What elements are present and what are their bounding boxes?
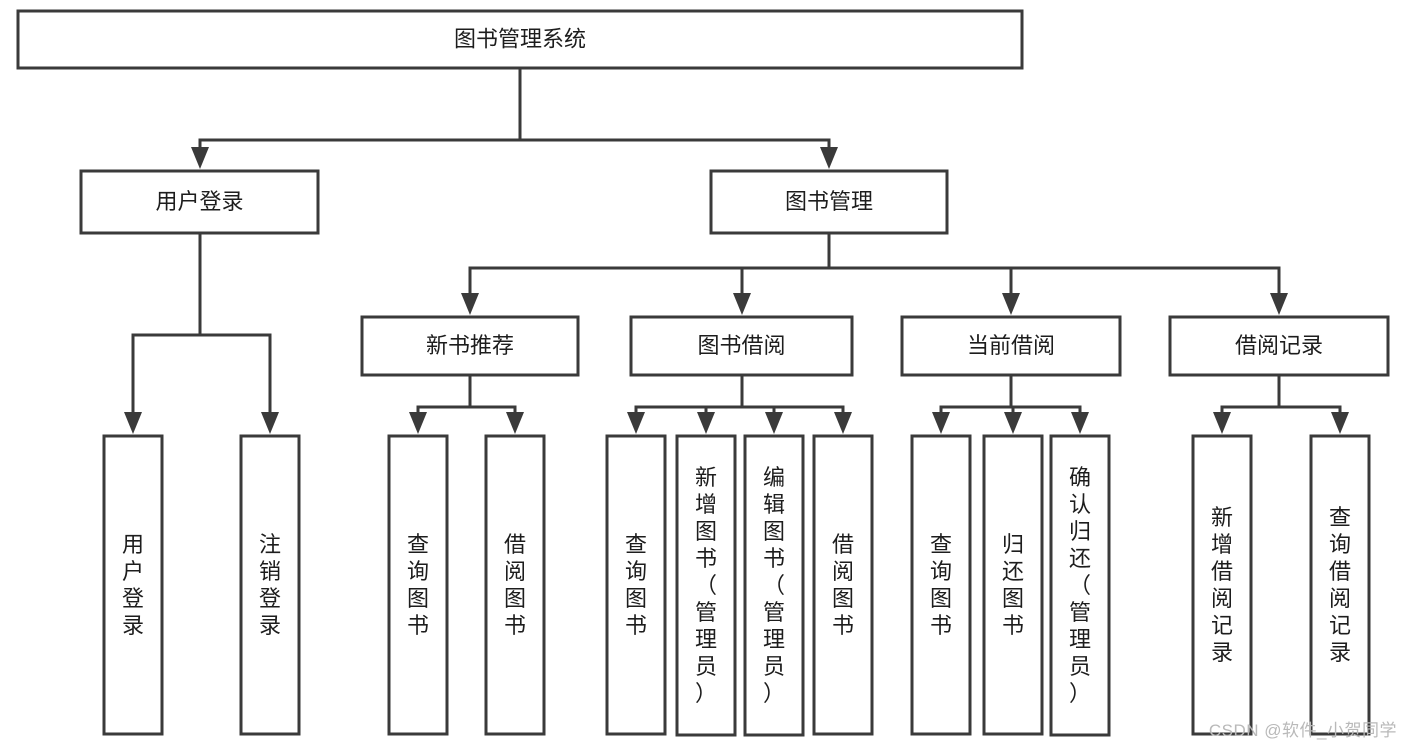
- arrow-head-icon: [409, 412, 427, 434]
- node-box-current-borrow: [900, 315, 1122, 377]
- node-leaf-query-book-3[interactable]: 查询图书: [910, 434, 972, 736]
- node-label-leaf-borrow-book-1: 借阅图书: [504, 532, 526, 638]
- node-leaf-query-book-1[interactable]: 查询图书: [387, 434, 449, 736]
- arrow-head-icon: [834, 412, 852, 434]
- connector-group-book-manage: [461, 231, 1288, 315]
- node-label-leaf-query-book-3: 查询图书: [930, 532, 952, 638]
- arrow-head-icon: [461, 293, 479, 315]
- node-box-leaf-query-book-1: [387, 434, 449, 736]
- node-label-leaf-add-record: 新增借阅记录: [1211, 505, 1233, 665]
- node-book-manage[interactable]: 图书管理: [709, 169, 949, 235]
- node-label-root: 图书管理系统: [454, 26, 586, 51]
- node-leaf-confirm-return[interactable]: 确认归还（管理员）: [1049, 434, 1111, 737]
- node-current-borrow[interactable]: 当前借阅: [900, 315, 1122, 377]
- node-label-leaf-query-record: 查询借阅记录: [1329, 505, 1351, 665]
- node-box-book-manage: [709, 169, 949, 235]
- node-label-leaf-return-book: 归还图书: [1002, 532, 1024, 638]
- node-box-leaf-add-record: [1191, 434, 1253, 736]
- node-box-leaf-query-record: [1309, 434, 1371, 736]
- arrow-head-icon: [1071, 412, 1089, 434]
- node-box-leaf-user-logout: [239, 434, 301, 736]
- node-label-leaf-query-book-1: 查询图书: [407, 532, 429, 638]
- node-label-leaf-query-book-2: 查询图书: [625, 532, 647, 638]
- arrow-head-icon: [1004, 412, 1022, 434]
- node-root[interactable]: 图书管理系统: [16, 9, 1024, 70]
- connector-group-root: [191, 66, 838, 169]
- node-leaf-add-record[interactable]: 新增借阅记录: [1191, 434, 1253, 736]
- node-layer: 图书管理系统用户登录图书管理新书推荐图书借阅当前借阅借阅记录用户登录注销登录查询…: [16, 9, 1390, 737]
- node-box-leaf-query-book-2: [605, 434, 667, 736]
- arrow-head-icon: [506, 412, 524, 434]
- arrow-head-icon: [261, 412, 279, 434]
- node-box-leaf-return-book: [982, 434, 1044, 736]
- node-box-root: [16, 9, 1024, 70]
- node-leaf-user-login[interactable]: 用户登录: [102, 434, 164, 736]
- node-label-leaf-user-login: 用户登录: [122, 532, 144, 638]
- node-book-borrow[interactable]: 图书借阅: [629, 315, 854, 377]
- node-user-login[interactable]: 用户登录: [79, 169, 320, 235]
- node-label-leaf-confirm-return: 确认归还（管理员）: [1069, 465, 1091, 706]
- node-box-leaf-edit-book: [743, 434, 805, 737]
- node-leaf-query-record[interactable]: 查询借阅记录: [1309, 434, 1371, 736]
- node-label-borrow-record: 借阅记录: [1235, 333, 1323, 358]
- arrow-head-icon: [627, 412, 645, 434]
- connector-group-new-book-rec: [409, 373, 524, 434]
- arrow-head-icon: [765, 412, 783, 434]
- node-box-leaf-query-book-3: [910, 434, 972, 736]
- node-label-user-login: 用户登录: [155, 189, 243, 214]
- node-leaf-query-book-2[interactable]: 查询图书: [605, 434, 667, 736]
- arrow-head-icon: [1270, 293, 1288, 315]
- node-box-borrow-record: [1168, 315, 1390, 377]
- node-label-leaf-add-book: 新增图书（管理员）: [695, 465, 717, 706]
- node-new-book-rec[interactable]: 新书推荐: [360, 315, 580, 377]
- node-leaf-borrow-book-2[interactable]: 借阅图书: [812, 434, 874, 736]
- connector-group-book-borrow: [627, 373, 852, 434]
- arrow-head-icon: [1002, 293, 1020, 315]
- node-box-new-book-rec: [360, 315, 580, 377]
- node-label-leaf-edit-book: 编辑图书（管理员）: [763, 465, 785, 706]
- node-box-leaf-add-book: [675, 434, 737, 737]
- node-label-leaf-user-logout: 注销登录: [259, 532, 281, 638]
- arrow-head-icon: [820, 147, 838, 169]
- node-leaf-add-book[interactable]: 新增图书（管理员）: [675, 434, 737, 737]
- arrow-head-icon: [1331, 412, 1349, 434]
- node-leaf-edit-book[interactable]: 编辑图书（管理员）: [743, 434, 805, 737]
- node-box-leaf-borrow-book-2: [812, 434, 874, 736]
- arrow-head-icon: [191, 147, 209, 169]
- arrow-head-icon: [932, 412, 950, 434]
- connector-group-current-borrow: [932, 373, 1089, 434]
- connector-group-borrow-record: [1213, 373, 1349, 434]
- node-label-book-borrow: 图书借阅: [697, 333, 785, 358]
- node-leaf-return-book[interactable]: 归还图书: [982, 434, 1044, 736]
- node-box-leaf-confirm-return: [1049, 434, 1111, 737]
- arrow-head-icon: [697, 412, 715, 434]
- connector-layer: [124, 66, 1349, 434]
- arrow-head-icon: [733, 293, 751, 315]
- node-label-leaf-borrow-book-2: 借阅图书: [832, 532, 854, 638]
- node-label-book-manage: 图书管理: [785, 189, 873, 214]
- node-label-current-borrow: 当前借阅: [967, 333, 1055, 358]
- node-box-user-login: [79, 169, 320, 235]
- node-box-leaf-user-login: [102, 434, 164, 736]
- node-borrow-record[interactable]: 借阅记录: [1168, 315, 1390, 377]
- node-box-book-borrow: [629, 315, 854, 377]
- node-leaf-user-logout[interactable]: 注销登录: [239, 434, 301, 736]
- node-label-new-book-rec: 新书推荐: [426, 333, 514, 358]
- node-leaf-borrow-book-1[interactable]: 借阅图书: [484, 434, 546, 736]
- connector-group-user-login: [124, 231, 279, 434]
- node-box-leaf-borrow-book-1: [484, 434, 546, 736]
- arrow-head-icon: [1213, 412, 1231, 434]
- arrow-head-icon: [124, 412, 142, 434]
